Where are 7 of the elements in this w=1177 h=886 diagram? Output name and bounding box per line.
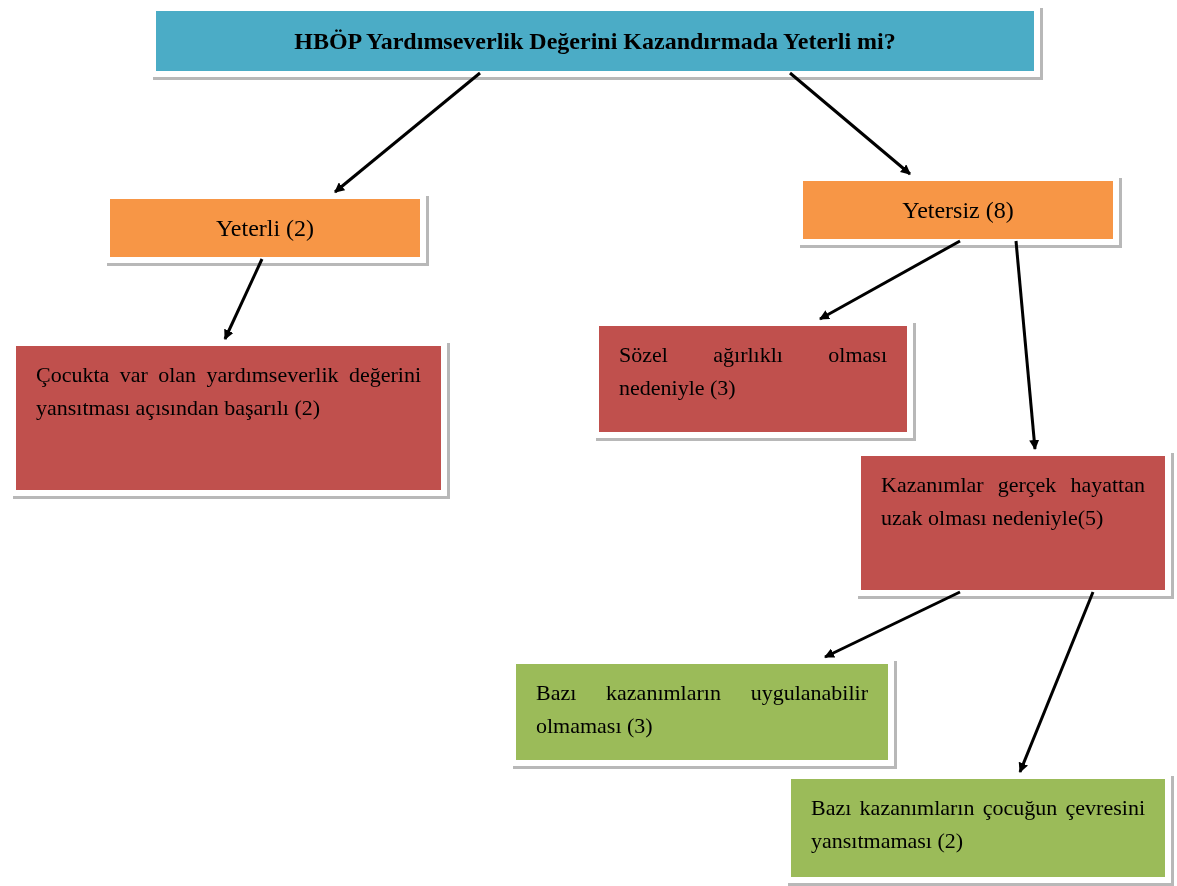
arrow <box>334 71 481 194</box>
arrow <box>789 71 911 176</box>
arrow <box>1018 591 1095 773</box>
arrow <box>819 239 961 321</box>
arrow <box>223 258 264 340</box>
arrow <box>824 590 961 659</box>
arrow <box>1014 240 1040 450</box>
